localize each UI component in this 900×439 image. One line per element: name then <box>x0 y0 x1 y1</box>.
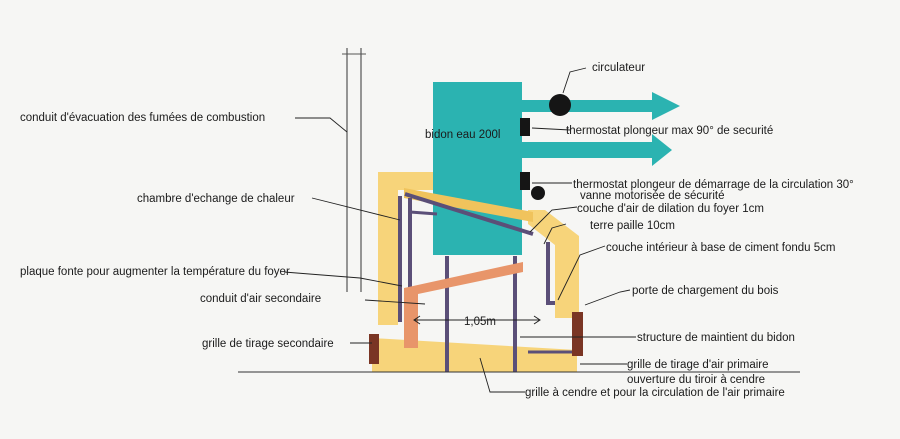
labels: conduit d'évacuation des fumées de combu… <box>20 62 854 399</box>
circulator-pump <box>549 94 571 116</box>
thermostats <box>520 118 530 190</box>
label-thermostat-start: thermostat plongeur de démarrage de la c… <box>573 179 854 191</box>
outlet-arrows <box>522 92 680 166</box>
label-motorized-valve: vanne motorisée de sécurité <box>580 190 724 202</box>
label-dimension: 1,05m <box>464 316 496 328</box>
loading-door <box>572 312 583 356</box>
label-primary-draft-grate: grille de tirage d'air primaire <box>627 359 769 371</box>
straw-clay-insulation <box>372 172 579 372</box>
label-ash-grate: grille à cendre et pour la circulation d… <box>525 387 785 399</box>
label-exchange-chamber: chambre d'echange de chaleur <box>137 193 295 205</box>
dimension-line <box>413 315 541 325</box>
label-thermostat-max: thermostat plongeur max 90° de securité <box>566 125 773 137</box>
label-secondary-draft-grate: grille de tirage secondaire <box>202 338 334 350</box>
label-cement-layer: couche intérieur à base de ciment fondu … <box>606 242 836 254</box>
tank-structure <box>445 256 577 372</box>
exchange-chamber-plates <box>404 188 534 236</box>
thermostat-start <box>520 172 530 190</box>
label-straw-clay: terre paille 10cm <box>590 220 675 232</box>
leader-lines <box>283 67 636 393</box>
thermostat-max <box>520 118 530 136</box>
label-tank: bidon eau 200l <box>425 129 500 141</box>
doors <box>369 312 583 364</box>
label-circulator: circulateur <box>592 62 645 74</box>
motorized-valve <box>531 186 545 200</box>
label-flue: conduit d'évacuation des fumées de combu… <box>20 112 265 124</box>
secondary-grate-door <box>369 334 379 364</box>
label-cast-iron-plate: plaque fonte pour augmenter la températu… <box>20 266 290 278</box>
label-ash-drawer: ouverture du tiroir à cendre <box>627 374 765 386</box>
flue-pipe <box>342 48 366 292</box>
hot-water-outlet-arrow <box>522 92 680 120</box>
label-loading-door: porte de chargement du bois <box>632 285 779 297</box>
label-air-gap: couche d'air de dilation du foyer 1cm <box>577 203 764 215</box>
return-pipe-arrow <box>522 134 672 166</box>
cast-iron-plate <box>404 262 523 348</box>
water-tank <box>433 82 522 255</box>
label-secondary-air-duct: conduit d'air secondaire <box>200 293 321 305</box>
label-tank-structure: structure de maintient du bidon <box>637 332 795 344</box>
